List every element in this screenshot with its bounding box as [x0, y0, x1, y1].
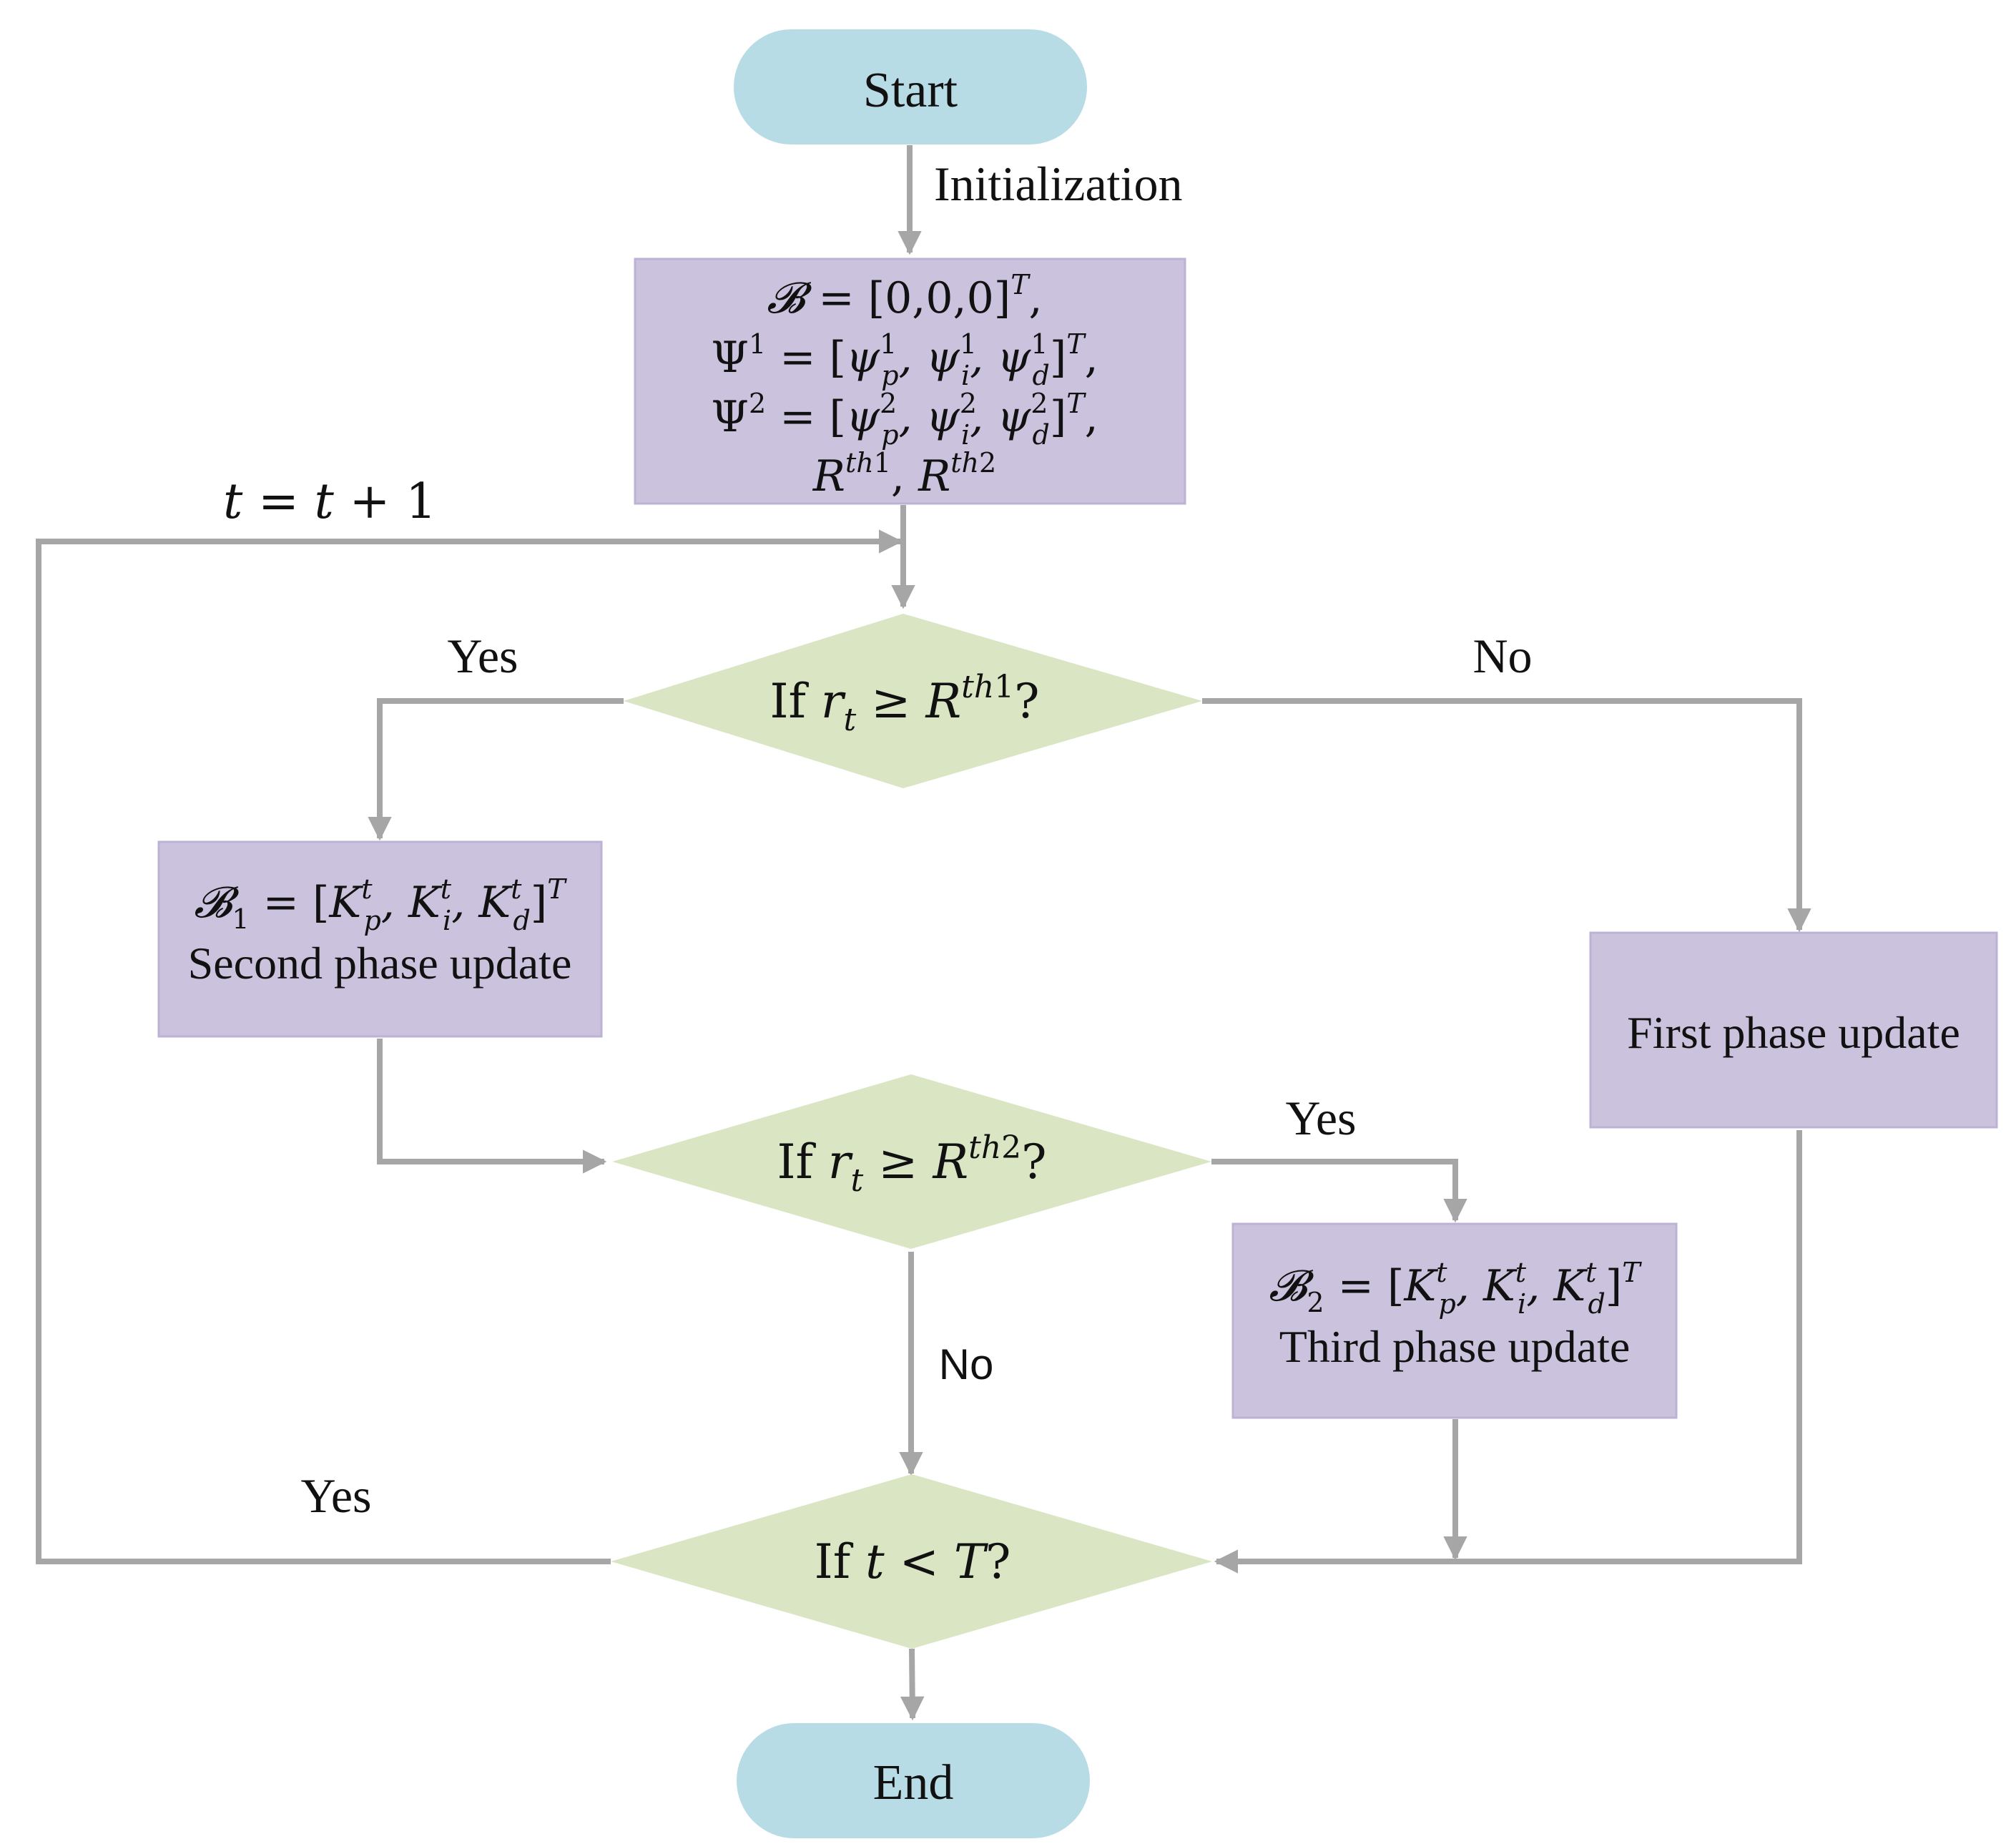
decision-2-yes-label: Yes	[1286, 1091, 1357, 1145]
decision-3-yes-label: Yes	[301, 1468, 372, 1523]
decision-2-label: If rt ≥ Rth2?	[777, 1129, 1046, 1199]
decision-1-yes-label: Yes	[448, 629, 518, 683]
decision-1: If rt ≥ Rth1?	[624, 614, 1202, 788]
start-terminal: Start	[734, 29, 1087, 144]
third-phase-label: Third phase update	[1279, 1321, 1631, 1372]
start-label: Start	[863, 63, 958, 118]
end-label: End	[873, 1755, 954, 1810]
decision-2: If rt ≥ Rth2?	[612, 1074, 1211, 1249]
third-phase-box-shape	[1231, 1222, 1678, 1419]
edge-decision-1-yes	[368, 698, 624, 841]
decision-2-no-label: No	[939, 1340, 994, 1388]
edge-second-phase-to-decision-2	[377, 1039, 607, 1174]
decision-1-shape	[624, 614, 1202, 788]
second-phase-box-shape	[157, 840, 603, 1038]
edge-decision-3-to-end	[900, 1648, 925, 1721]
end-terminal: End	[737, 1723, 1090, 1838]
init-box-shape	[634, 258, 1186, 505]
init-line-bias: 𝓑 = [0,0,0]T,	[767, 269, 1042, 323]
decision-1-no-label: No	[1472, 629, 1532, 683]
first-phase-label: First phase update	[1627, 1007, 1960, 1058]
connectors	[36, 145, 1811, 1721]
initialization-label: Initialization	[934, 157, 1182, 211]
init-line-thresholds: Rth1, Rth2	[812, 447, 996, 501]
decision-1-label: If rt ≥ Rth1?	[769, 669, 1039, 738]
edge-loop-back	[36, 529, 903, 1564]
first-phase-box: First phase update	[1589, 931, 1998, 1129]
decision-3-shape	[611, 1474, 1212, 1649]
second-phase-label: Second phase update	[188, 938, 572, 989]
decision-3: If t < T?	[611, 1474, 1212, 1649]
edge-first-phase-to-decision-3	[1214, 1130, 1802, 1574]
loop-update-label: t = t + 1	[223, 474, 436, 530]
end-shape	[737, 1723, 1090, 1838]
edge-decision-1-no	[1202, 698, 1811, 933]
decision-3-label: If t < T?	[815, 1534, 1011, 1589]
decision-2-shape	[612, 1074, 1211, 1249]
start-shape	[734, 29, 1087, 144]
edge-decision-2-yes	[1211, 1159, 1467, 1223]
first-phase-box-shape	[1589, 931, 1998, 1129]
